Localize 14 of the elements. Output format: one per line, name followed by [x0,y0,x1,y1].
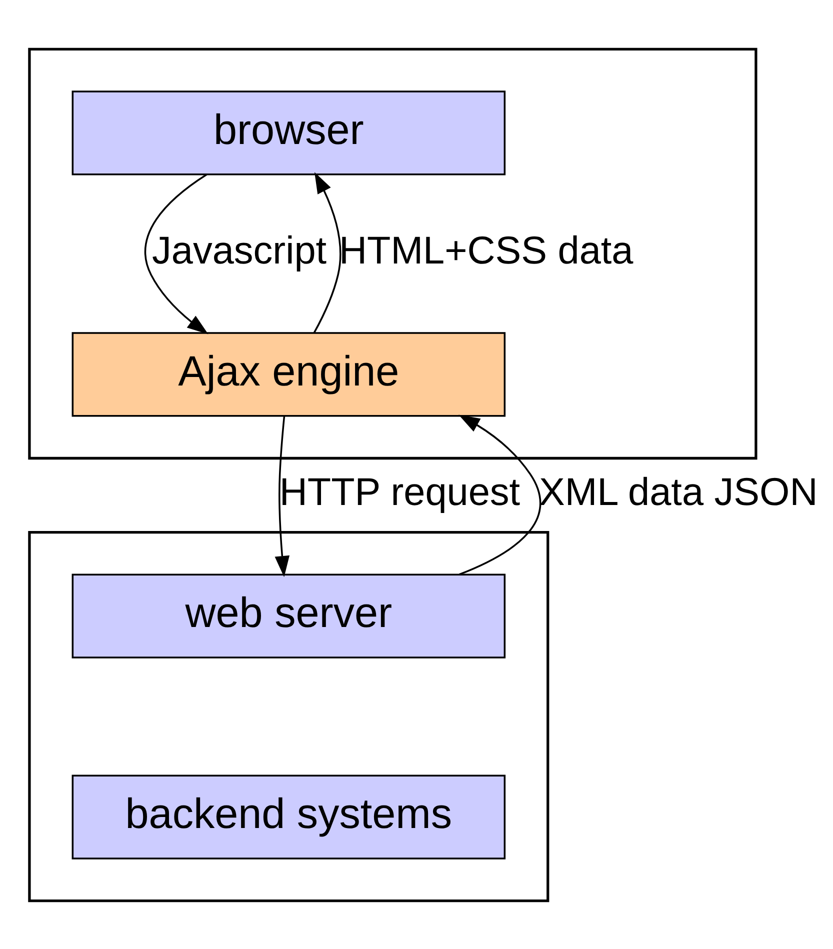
arrow [144,173,208,334]
arrow [313,172,342,333]
cluster [28,47,758,460]
node-box: backend systems [72,774,506,859]
edge-label: Javascript [152,229,327,272]
cluster [28,530,550,902]
node-box: Ajax engine [72,332,506,416]
edge-label: HTML+CSS data [339,229,634,272]
edge-label: HTTP request [279,470,520,514]
node-box: web server [72,573,506,658]
edge-label: XML data JSON [538,470,818,514]
arrow [274,416,290,577]
node-box: browser [72,90,506,175]
arrow [458,414,542,575]
